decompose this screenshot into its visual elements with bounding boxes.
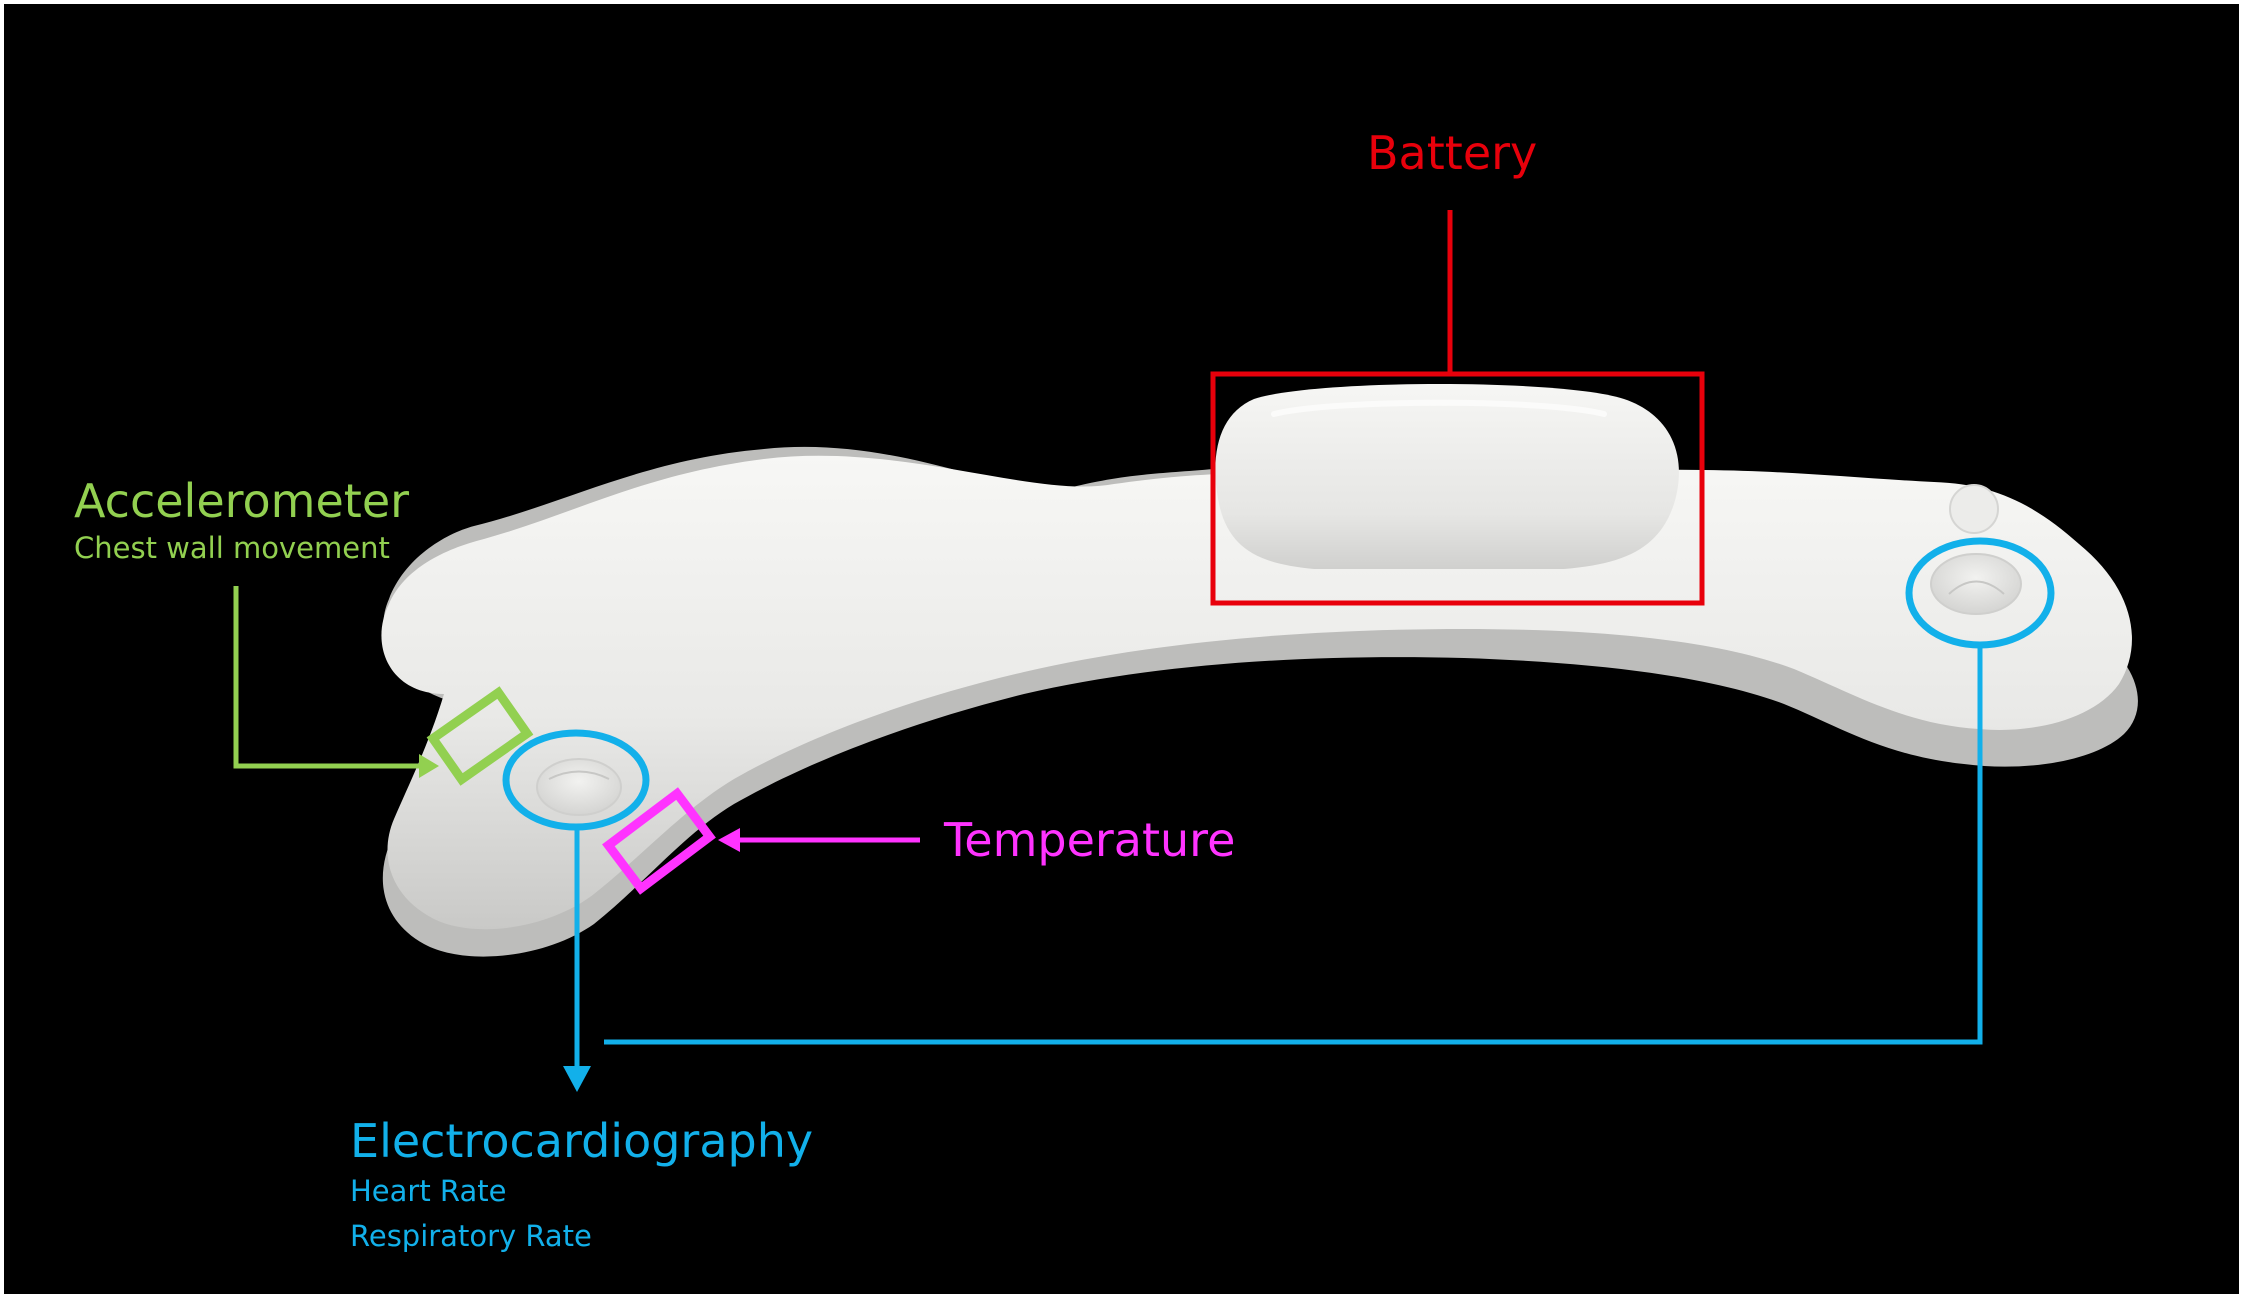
- button-bump-right: [1949, 484, 1999, 534]
- battery-annotation: [1210, 210, 1705, 606]
- ecg-annotation: [502, 537, 2055, 1092]
- accelerometer-annotation: [233, 586, 534, 786]
- temperature-label: Temperature: [944, 813, 1236, 867]
- battery-highlight-box: [1210, 371, 1705, 606]
- ecg-arrowhead: [563, 1066, 591, 1092]
- sensor-patch-device: [381, 384, 2138, 957]
- ecg-sublabel-respiratory-rate: Respiratory Rate: [350, 1219, 592, 1253]
- device-diagram: [233, 210, 2138, 1092]
- temperature-annotation: [602, 787, 920, 895]
- ecg-sublabel-heart-rate: Heart Rate: [350, 1174, 507, 1208]
- ecg-leader-line-right: [604, 645, 1983, 1045]
- device-body: [381, 455, 2132, 930]
- electrode-pad-left: [536, 758, 622, 816]
- accelerometer-leader-line: [233, 586, 424, 769]
- temperature-arrowhead: [718, 828, 740, 852]
- electrode-pad-right: [1930, 553, 2022, 615]
- battery-label: Battery: [1367, 126, 1538, 180]
- accelerometer-sublabel: Chest wall movement: [74, 531, 390, 565]
- accelerometer-label: Accelerometer: [74, 474, 410, 528]
- accelerometer-highlight-box: [426, 686, 534, 786]
- electrode-pad-right-detail: [1948, 580, 2005, 595]
- temperature-highlight-box: [602, 787, 716, 895]
- battery-housing: [1215, 384, 1679, 569]
- ecg-label: Electrocardiography: [350, 1114, 814, 1168]
- battery-housing-highlight: [1271, 399, 1607, 417]
- electrode-pad-left-detail: [548, 770, 610, 780]
- diagram-frame: Battery Accelerometer Chest wall movemen…: [4, 4, 2239, 1294]
- accelerometer-arrowhead: [419, 754, 439, 778]
